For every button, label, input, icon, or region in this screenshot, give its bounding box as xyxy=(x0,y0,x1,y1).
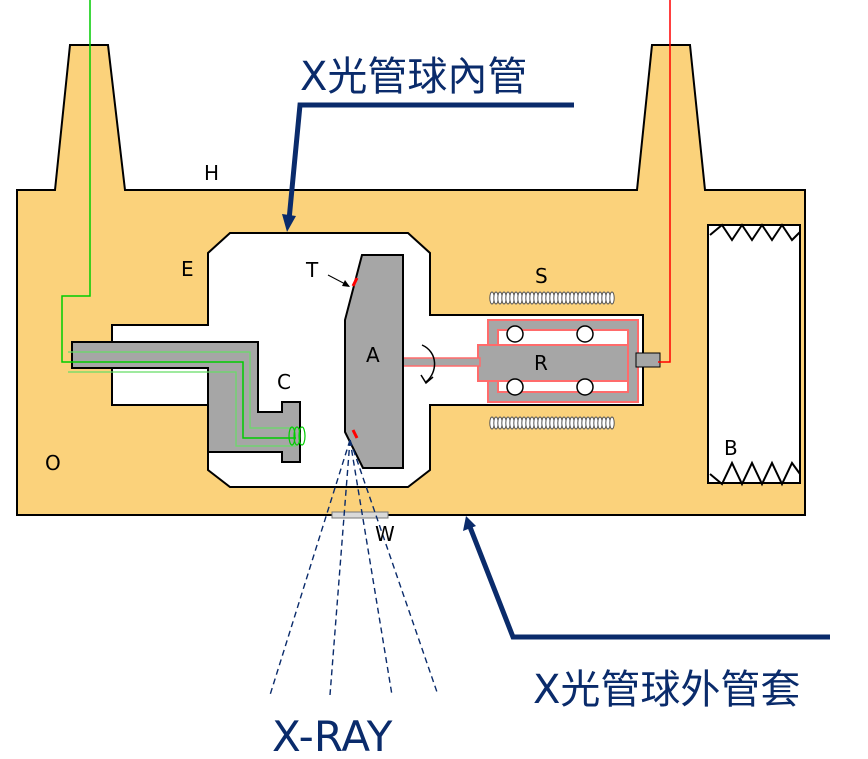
label-a: A xyxy=(366,343,380,367)
bellows-chamber xyxy=(707,224,801,484)
target-pointer-head-icon xyxy=(342,280,350,287)
cathode-wire-inner xyxy=(68,351,296,429)
rotor-body xyxy=(477,344,629,382)
anode-wire xyxy=(658,0,671,363)
exit-window xyxy=(331,511,389,519)
stator-coil-top xyxy=(489,291,615,305)
rotation-arrowhead-icon xyxy=(420,374,434,385)
anode-disc xyxy=(344,254,404,469)
label-r: R xyxy=(534,351,548,375)
outer-callout-arrowhead-icon xyxy=(463,516,476,531)
cathode-wire-outer xyxy=(61,0,296,439)
anode-shaft xyxy=(401,357,481,367)
label-w: W xyxy=(375,522,395,546)
rotation-arrow-icon xyxy=(421,344,436,383)
inner-callout-line xyxy=(286,102,574,221)
xray-title: X-RAY xyxy=(272,712,393,759)
label-c: C xyxy=(277,370,291,394)
inner-callout-arrowhead-icon xyxy=(282,214,296,232)
label-s: S xyxy=(535,264,548,288)
anode-target-top xyxy=(351,277,359,287)
bearing-bottom-right xyxy=(576,378,594,396)
rotor-connector xyxy=(635,352,661,368)
bellows-top-zigzag xyxy=(709,223,801,242)
bearing-bottom-left xyxy=(506,378,524,396)
xray-beam xyxy=(269,439,439,696)
outer-housing-title: X光管球外管套 xyxy=(533,667,800,713)
stator-coil-bottom xyxy=(489,416,615,430)
label-h: H xyxy=(204,161,219,185)
label-o: O xyxy=(45,451,61,475)
inner-tube-title: X光管球內管 xyxy=(300,54,527,100)
filament-coil-icon xyxy=(288,426,306,446)
label-t: T xyxy=(305,258,319,282)
bearing-top-left xyxy=(506,325,524,343)
anode-target-bottom xyxy=(351,429,359,439)
bellows-bottom-zigzag xyxy=(709,460,801,487)
label-b: B xyxy=(724,436,738,460)
bearing-top-right xyxy=(576,325,594,343)
outer-callout-line xyxy=(467,526,830,640)
cathode-wire-mid xyxy=(68,371,296,447)
label-e: E xyxy=(181,257,194,281)
